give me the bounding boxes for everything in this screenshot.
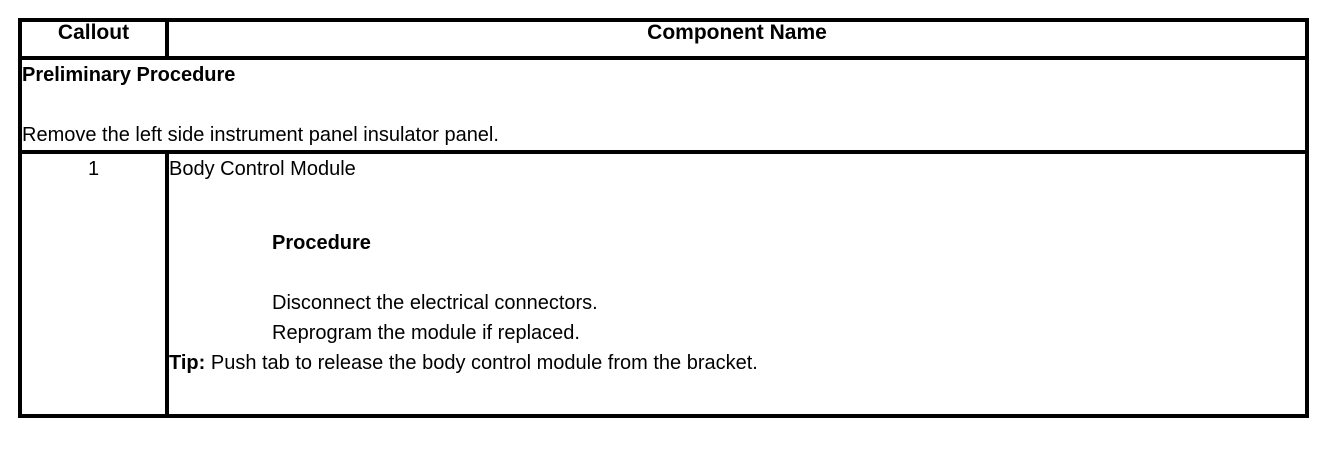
tip-label: Tip: xyxy=(169,352,206,374)
procedure-heading: Procedure xyxy=(272,232,371,254)
preliminary-procedure-cell: Preliminary Procedure Remove the left si… xyxy=(18,56,1309,154)
procedure-step: Disconnect the electrical connectors. xyxy=(272,292,598,314)
callout-number: 1 xyxy=(18,150,169,418)
blank-line xyxy=(169,258,1305,288)
tip-text: Push tab to release the body control mod… xyxy=(210,352,758,374)
header-row: Callout Component Name xyxy=(18,18,1309,60)
blank-line xyxy=(22,90,1305,120)
procedure-step: Reprogram the module if replaced. xyxy=(272,322,580,344)
component-name-column-header: Component Name xyxy=(165,18,1309,60)
table-row: 1 Body Control Module Procedure Disconne… xyxy=(18,150,1309,418)
preliminary-procedure-row: Preliminary Procedure Remove the left si… xyxy=(18,56,1309,154)
callout-column-header: Callout xyxy=(18,18,169,60)
blank-line xyxy=(169,184,1305,214)
preliminary-procedure-instruction: Remove the left side instrument panel in… xyxy=(22,124,499,146)
component-name: Body Control Module xyxy=(169,158,356,180)
component-cell: Body Control Module Procedure Disconnect… xyxy=(165,150,1309,418)
tip-line: Tip: Push tab to release the body contro… xyxy=(169,348,1305,378)
spacer xyxy=(169,214,1305,228)
component-table: Callout Component Name Preliminary Proce… xyxy=(18,18,1309,418)
preliminary-procedure-title: Preliminary Procedure xyxy=(22,64,236,86)
